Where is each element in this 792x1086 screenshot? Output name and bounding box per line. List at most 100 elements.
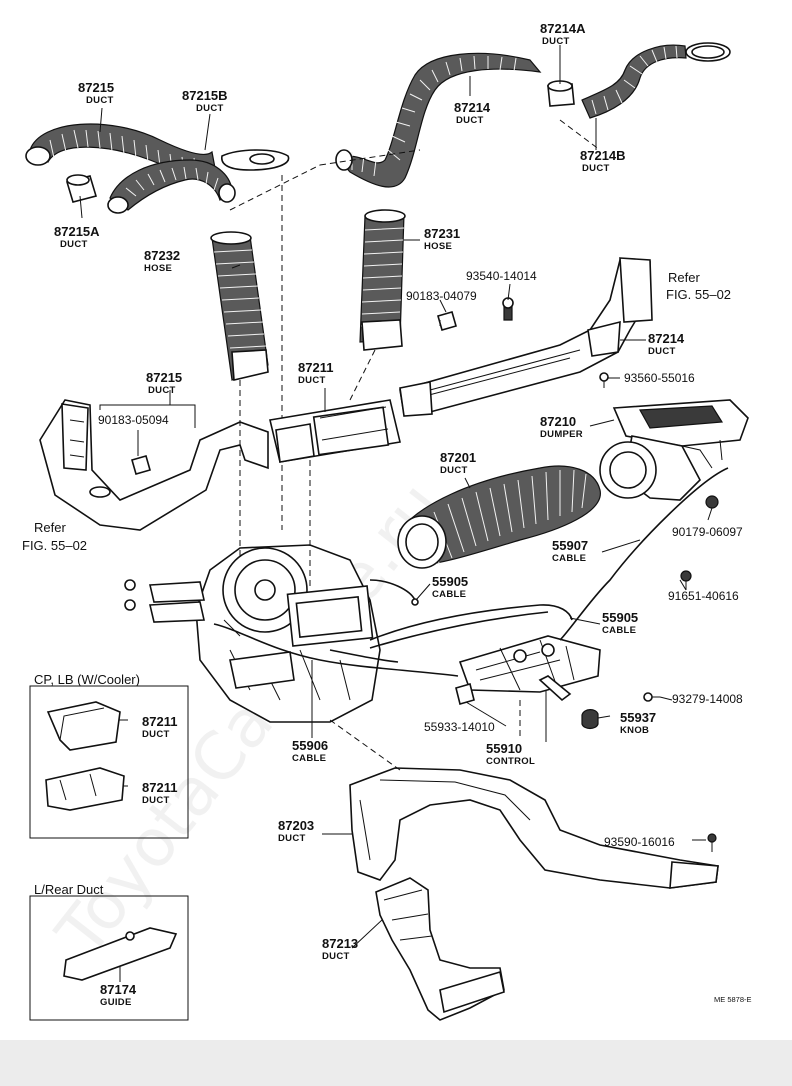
- label-87213: 87213 DUCT: [322, 936, 358, 962]
- duct-87214-hose-graphic[interactable]: [335, 52, 542, 188]
- label-55905-b: 55905 CABLE: [602, 610, 638, 636]
- svg-text:90179-06097: 90179-06097: [672, 525, 743, 539]
- svg-text:91651-40616: 91651-40616: [668, 589, 739, 603]
- knob-55937-graphic[interactable]: [581, 709, 599, 730]
- svg-text:87215: 87215: [78, 80, 114, 95]
- svg-text:CABLE: CABLE: [552, 553, 586, 564]
- label-87203: 87203 DUCT: [278, 818, 314, 844]
- svg-text:87214: 87214: [454, 100, 491, 115]
- label-93540-14014: 93540-14014: [466, 269, 537, 283]
- duct-87214a-sleeve-graphic[interactable]: [547, 80, 575, 107]
- svg-text:DUCT: DUCT: [648, 346, 676, 357]
- svg-text:93540-14014: 93540-14014: [466, 269, 537, 283]
- control-55910-graphic[interactable]: [458, 635, 601, 702]
- svg-text:CABLE: CABLE: [432, 589, 466, 600]
- dumper-87210-graphic[interactable]: [599, 399, 749, 501]
- svg-text:87215: 87215: [146, 370, 182, 385]
- leader-lines: [79, 45, 713, 982]
- label-87231: 87231 HOSE: [424, 226, 460, 252]
- svg-text:GUIDE: GUIDE: [100, 997, 132, 1008]
- label-87214-top: 87214 DUCT: [454, 100, 491, 126]
- svg-text:87203: 87203: [278, 818, 314, 833]
- clip-90183-04079-graphic[interactable]: [437, 311, 457, 331]
- svg-text:KNOB: KNOB: [620, 725, 649, 736]
- screw-93540-graphic[interactable]: [502, 297, 514, 321]
- hose-87232-graphic[interactable]: [210, 231, 269, 381]
- rear-box-title: L/Rear Duct: [34, 882, 104, 897]
- label-87232: 87232 HOSE: [144, 248, 180, 274]
- label-87174: 87174 GUIDE: [100, 982, 137, 1008]
- svg-text:87211: 87211: [142, 714, 177, 729]
- svg-text:HOSE: HOSE: [424, 241, 452, 252]
- svg-text:DUCT: DUCT: [148, 385, 176, 396]
- svg-text:DUCT: DUCT: [322, 951, 350, 962]
- label-55905-a: 55905 CABLE: [432, 574, 468, 600]
- clip-90183-05094-graphic[interactable]: [131, 455, 151, 475]
- svg-text:Refer: Refer: [668, 270, 700, 285]
- cables-graphic[interactable]: [213, 467, 729, 677]
- screw-91651-graphic[interactable]: [680, 570, 692, 590]
- nut-90179-graphic[interactable]: [705, 495, 719, 509]
- svg-text:87201: 87201: [440, 450, 476, 465]
- duct-87201-graphic[interactable]: [397, 465, 601, 569]
- svg-text:55937: 55937: [620, 710, 656, 725]
- label-87214-middle: 87214 DUCT: [648, 331, 685, 357]
- svg-text:87211: 87211: [142, 780, 177, 795]
- svg-text:87214B: 87214B: [580, 148, 626, 163]
- svg-text:87215B: 87215B: [182, 88, 228, 103]
- svg-text:87210: 87210: [540, 414, 576, 429]
- svg-text:87232: 87232: [144, 248, 180, 263]
- svg-text:87211: 87211: [298, 360, 333, 375]
- svg-text:87214A: 87214A: [540, 21, 586, 36]
- svg-text:CABLE: CABLE: [292, 753, 326, 764]
- svg-text:HOSE: HOSE: [144, 263, 172, 274]
- screw-93560-graphic[interactable]: [599, 372, 609, 388]
- svg-text:DUCT: DUCT: [440, 465, 468, 476]
- label-87210: 87210 DUMPER: [540, 414, 583, 440]
- label-90183-05094: 90183-05094: [98, 413, 169, 427]
- screw-93590-graphic[interactable]: [707, 833, 717, 852]
- svg-text:DUCT: DUCT: [196, 103, 224, 114]
- label-93279-14008: 93279-14008: [672, 692, 743, 706]
- screw-93279-graphic[interactable]: [643, 692, 660, 702]
- svg-text:90183-04079: 90183-04079: [406, 289, 477, 303]
- svg-text:DUCT: DUCT: [60, 239, 88, 250]
- label-87215b: 87215B DUCT: [182, 88, 228, 114]
- label-90179-06097: 90179-06097: [672, 525, 743, 539]
- svg-text:87215A: 87215A: [54, 224, 100, 239]
- cooler-box-title: CP, LB (W/Cooler): [34, 672, 140, 687]
- svg-text:55905: 55905: [432, 574, 468, 589]
- svg-text:87214: 87214: [648, 331, 685, 346]
- label-55933-14010: 55933-14010: [424, 720, 495, 734]
- svg-text:90183-05094: 90183-05094: [98, 413, 169, 427]
- label-87215-middle: 87215 DUCT: [146, 370, 182, 396]
- duct-87215-middle-graphic[interactable]: [39, 399, 269, 531]
- duct-87214b-hose-graphic[interactable]: [581, 42, 731, 119]
- duct-87213-graphic[interactable]: [375, 877, 505, 1021]
- duct-87215a-sleeve-graphic[interactable]: [65, 174, 98, 203]
- duct-87211-middle-graphic[interactable]: [269, 399, 401, 463]
- svg-text:DUCT: DUCT: [298, 375, 326, 386]
- label-91651-40616: 91651-40616: [668, 589, 739, 603]
- label-93590-16016: 93590-16016: [604, 835, 675, 849]
- label-87201: 87201 DUCT: [440, 450, 476, 476]
- svg-text:55910: 55910: [486, 741, 522, 756]
- duct-87203-graphic[interactable]: [349, 767, 719, 889]
- label-87211-middle: 87211 DUCT: [298, 360, 333, 386]
- svg-text:Refer: Refer: [34, 520, 66, 535]
- cooler-inset-box: [29, 685, 189, 839]
- label-87211-box1: 87211 DUCT: [142, 714, 177, 740]
- figure-code: ME 5878-E: [714, 995, 752, 1004]
- svg-text:87231: 87231: [424, 226, 460, 241]
- duct-87215b-hose-graphic[interactable]: [107, 159, 236, 214]
- duct-87215-hose-graphic[interactable]: [25, 123, 216, 174]
- duct-87214-middle-graphic[interactable]: [399, 257, 653, 417]
- svg-text:93279-14008: 93279-14008: [672, 692, 743, 706]
- clip-55933-graphic[interactable]: [455, 683, 475, 705]
- label-55907: 55907 CABLE: [552, 538, 588, 564]
- hose-87231-graphic[interactable]: [359, 209, 406, 351]
- rear-duct-inset-box: [29, 895, 189, 1021]
- refer-left: Refer FIG. 55‒02: [22, 520, 87, 553]
- parts-diagram: ToyotaCarMine.ru: [22, 21, 752, 1021]
- label-87214a: 87214A DUCT: [540, 21, 586, 47]
